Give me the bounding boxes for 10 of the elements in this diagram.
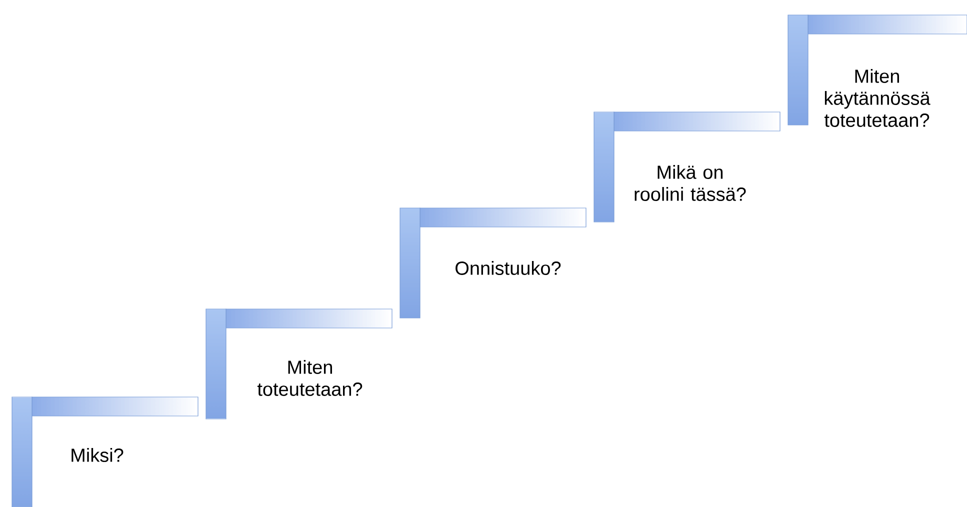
stair-step: Mikä on roolini tässä? xyxy=(594,112,780,222)
stair-step: Miten toteutetaan? xyxy=(206,308,392,420)
node-label: Miten toteutetaan? xyxy=(257,360,362,396)
stair-step: Miksi? xyxy=(12,396,198,507)
node-label: Mikä on roolini tässä? xyxy=(634,165,746,201)
node-label: Onnistuuko? xyxy=(456,261,561,275)
node-label: Miksi? xyxy=(72,448,124,462)
stair-step: Miten käytännössä toteutetaan? xyxy=(788,14,967,127)
node-label: Miten käytännössä toteutetaan? xyxy=(824,69,930,127)
stair-step: Onnistuuko? xyxy=(400,208,586,318)
